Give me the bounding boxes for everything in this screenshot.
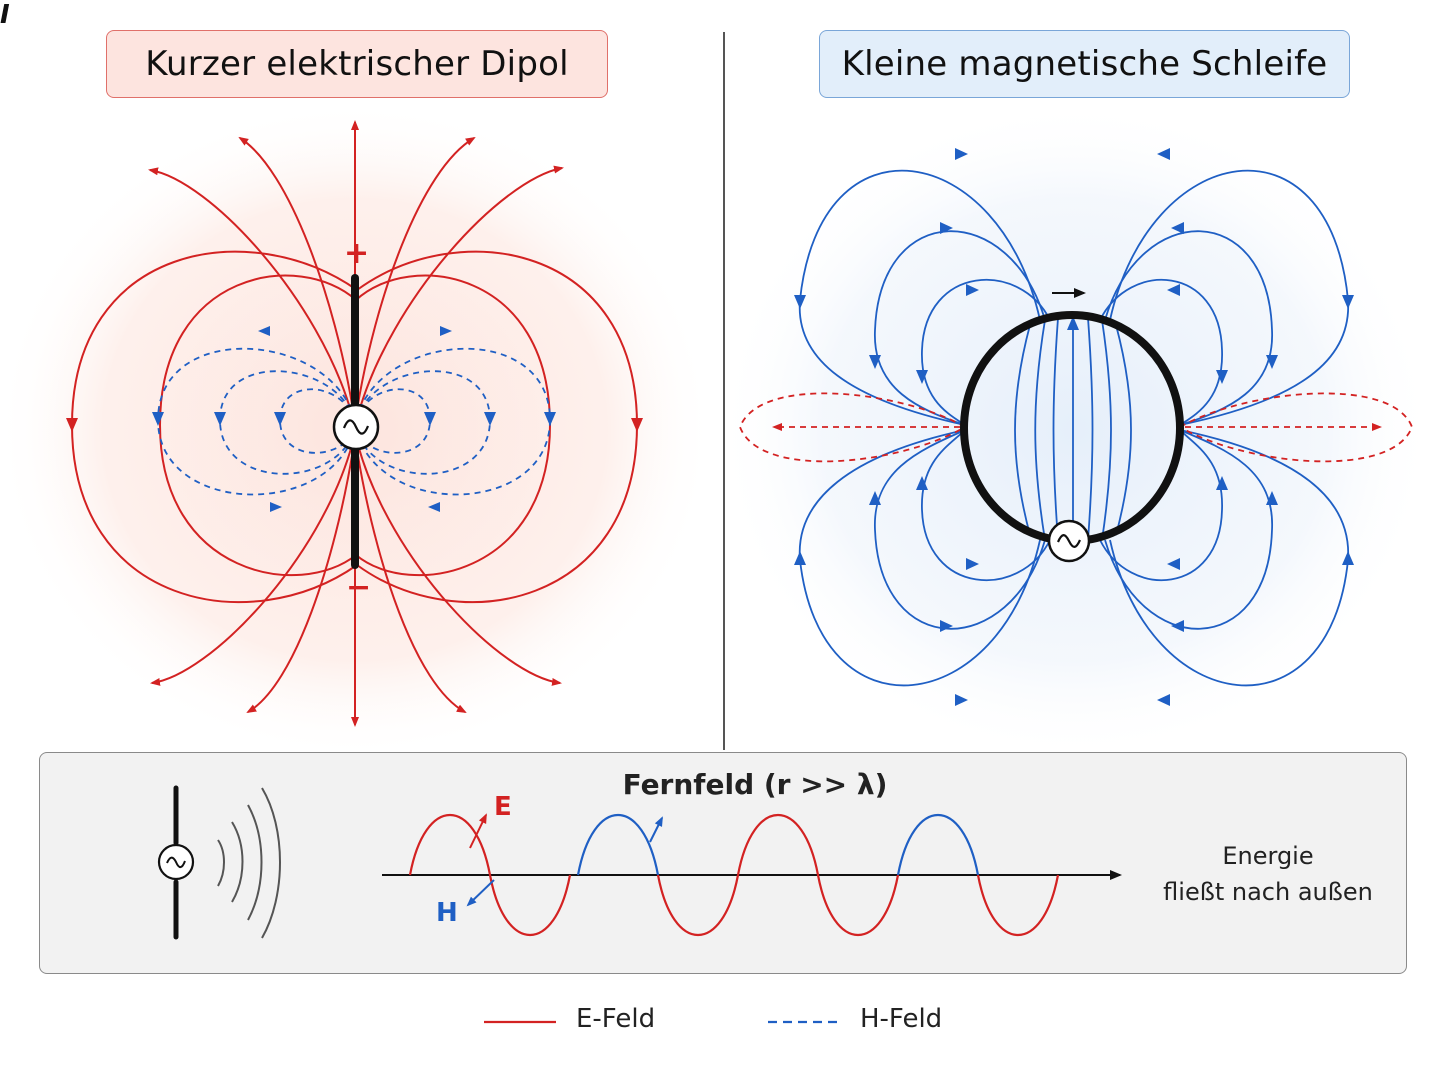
e-field-line-ul-1 — [148, 167, 353, 416]
h-loop-dr-mid — [1104, 429, 1273, 630]
e-field-line-ul-2 — [238, 136, 354, 411]
plus-charge-label: + — [344, 236, 370, 271]
loop-title: Kleine magnetische Schleife — [819, 30, 1350, 98]
e-field-line-ur-1 — [357, 165, 564, 416]
dipole-title-text: Kurzer elektrischer Dipol — [145, 44, 569, 84]
h-loop-left-3 — [279, 388, 356, 454]
e-field-loop-mid-left — [158, 274, 357, 577]
e-field-line-ur-2 — [356, 136, 476, 411]
e-arrow-outer-right — [631, 418, 643, 432]
loop-title-text: Kleine magnetische Schleife — [841, 44, 1328, 84]
h-loop-ul-mid — [874, 230, 1046, 426]
energy-line-2: fließt nach außen — [1163, 878, 1373, 906]
dipole-title: Kurzer elektrischer Dipol — [106, 30, 608, 98]
dipole-source-wave-icon — [342, 419, 370, 435]
current-label: I — [0, 0, 10, 30]
h-loop-ur-in — [1099, 278, 1223, 426]
e-field-line-dr-2 — [356, 449, 467, 713]
loop-h-field-lines — [798, 169, 1349, 687]
e-field-line-dl-1 — [150, 444, 353, 686]
minus-charge-label: − — [346, 570, 372, 605]
dipole-h-arrows — [152, 326, 556, 512]
h-loop-dr-outer — [1109, 429, 1349, 687]
magnetic-field-glow — [715, 100, 1435, 760]
loop-h-arrows — [794, 148, 1354, 706]
energy-flow-text: Energie fließt nach außen — [1150, 838, 1386, 910]
dipole-e-field-lines — [66, 120, 643, 727]
e-vector-label: E — [494, 792, 512, 822]
e-field-line-dr-1 — [357, 444, 562, 686]
h-loop-right-3 — [355, 388, 431, 454]
h-loop-ur-mid — [1104, 230, 1273, 426]
e-arrow-outer-left — [66, 418, 78, 432]
h-vector-label: H — [436, 898, 458, 928]
h-loop-dr-in — [1099, 429, 1223, 582]
h-loop-dl-outer — [798, 429, 1041, 687]
energy-line-1: Energie — [1222, 842, 1314, 870]
loop-source-wave-icon — [1056, 534, 1082, 548]
e-field-line-dl-2 — [246, 449, 354, 713]
h-loop-dl-mid — [874, 429, 1046, 630]
legend-e-field-label: E-Feld — [576, 1004, 656, 1034]
h-loop-ul-in — [921, 278, 1051, 426]
panel-divider — [723, 32, 725, 750]
h-loop-ur-outer — [1109, 169, 1349, 426]
loop-e-field-lines — [739, 392, 1413, 463]
h-loop-left-2 — [219, 370, 356, 475]
far-field-title: Fernfeld (r >> λ) — [622, 768, 888, 801]
legend-h-field-label: H-Feld — [860, 1004, 943, 1034]
h-loop-ul-outer — [798, 169, 1041, 426]
h-loop-dl-in — [921, 429, 1051, 582]
